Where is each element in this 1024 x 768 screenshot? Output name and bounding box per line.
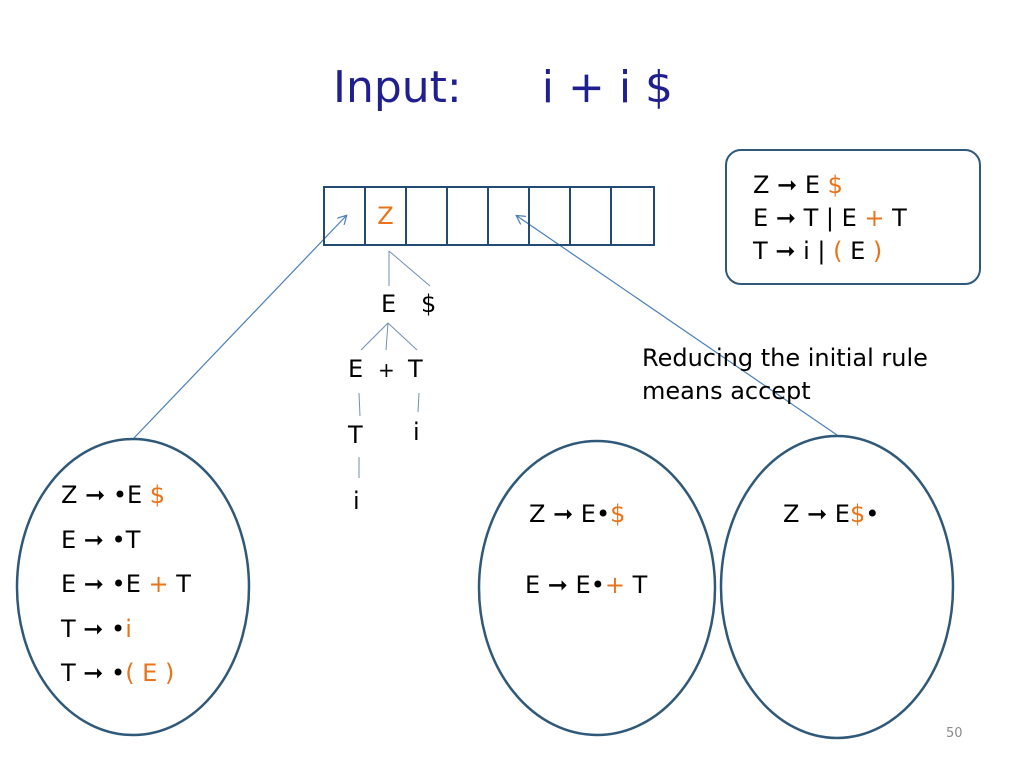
tree-node-e: E — [348, 355, 364, 383]
tree-edge — [388, 250, 431, 287]
accept-note: Reducing the initial rule means accept — [642, 344, 928, 405]
arrow-left-state-to-stack — [133, 216, 346, 439]
grammar-rule: Z ➞ E $ — [753, 171, 843, 199]
tree-node-i: i — [413, 418, 420, 446]
tree-node-t: T — [408, 355, 423, 383]
tree-node-t: T — [348, 421, 363, 449]
stack-cell — [407, 188, 448, 244]
tree-edge — [358, 392, 361, 417]
slide-title: Input: i + i $ — [333, 62, 673, 113]
state-item: T ➞ •( E ) — [61, 659, 175, 687]
tree-node-e: E — [381, 290, 397, 318]
stack-cell: Z — [366, 188, 407, 244]
stack-cell — [325, 188, 366, 244]
state-item: Z ➞ •E $ — [61, 481, 166, 509]
tree-edge — [387, 322, 418, 351]
tree-edge — [417, 392, 420, 413]
state-ellipse-middle — [477, 439, 717, 737]
state-item: T ➞ •i — [61, 615, 132, 643]
title-label: Input: — [333, 62, 462, 113]
state-item: E ➞ E•+ T — [525, 571, 648, 599]
state-item: Z ➞ E•$ — [529, 500, 626, 528]
arrow-icon: ➞ — [777, 171, 798, 199]
arrow-right-state-to-stack — [517, 216, 838, 436]
grammar-box: Z ➞ E $ E ➞ T | E + T T ➞ i | ( E ) — [725, 149, 981, 285]
arrow-icon: ➞ — [775, 204, 796, 232]
tree-edge — [360, 322, 389, 351]
parse-stack: Z — [323, 186, 655, 246]
state-item: E ➞ •E + T — [61, 570, 191, 598]
state-item: Z ➞ E$• — [783, 500, 880, 528]
page-number: 50 — [946, 726, 963, 741]
grammar-rule: E ➞ T | E + T — [753, 204, 907, 232]
tree-edge — [385, 322, 389, 351]
tree-node-plus: + — [378, 358, 395, 382]
stack-cell — [489, 188, 530, 244]
stack-cell — [571, 188, 612, 244]
state-item: E ➞ •T — [61, 526, 141, 554]
arrow-icon: ➞ — [775, 237, 796, 265]
tree-node-i: i — [353, 487, 360, 515]
grammar-rule: T ➞ i | ( E ) — [753, 237, 883, 265]
state-ellipse-left — [15, 437, 251, 737]
tree-node-dollar: $ — [421, 290, 437, 318]
stack-cell — [448, 188, 489, 244]
input-string: i + i $ — [541, 62, 674, 113]
stack-cell — [530, 188, 571, 244]
stack-cell — [612, 188, 653, 244]
state-ellipse-right — [719, 434, 955, 740]
